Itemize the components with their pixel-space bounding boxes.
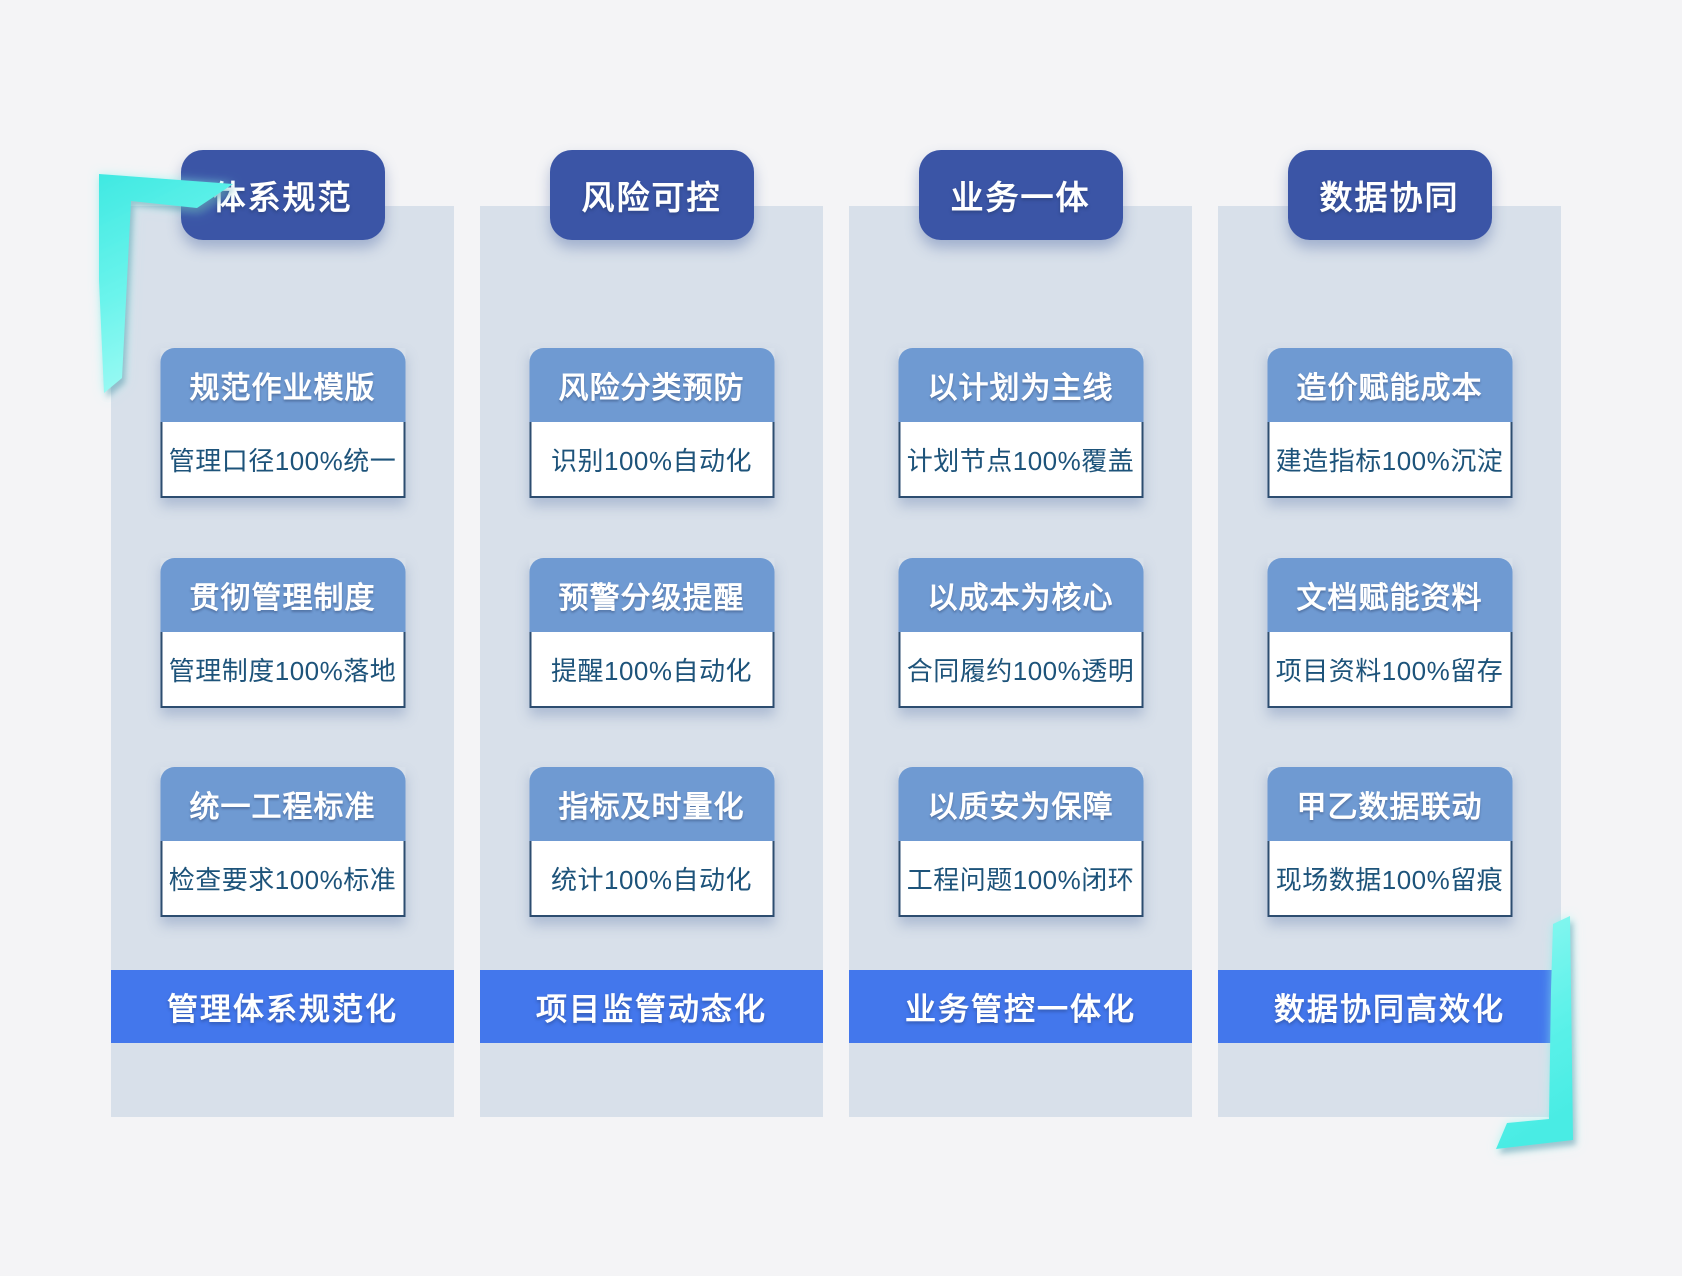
column-banner: 管理体系规范化	[111, 970, 454, 1043]
column-banner: 业务管控一体化	[849, 970, 1192, 1043]
card-description: 计划节点100%覆盖	[898, 422, 1143, 498]
card-description: 提醒100%自动化	[529, 632, 774, 708]
feature-card: 以质安为保障 工程问题100%闭环	[898, 767, 1143, 917]
column-4: 数据协同 造价赋能成本 建造指标100%沉淀 文档赋能资料 项目资料100%留存…	[1218, 0, 1561, 1276]
feature-card: 文档赋能资料 项目资料100%留存	[1267, 558, 1512, 708]
column-badge: 业务一体	[918, 150, 1123, 240]
card-title: 造价赋能成本	[1267, 348, 1512, 422]
feature-card: 风险分类预防 识别100%自动化	[529, 348, 774, 498]
card-title: 甲乙数据联动	[1267, 767, 1512, 841]
card-description: 工程问题100%闭环	[898, 841, 1143, 917]
feature-card: 以成本为核心 合同履约100%透明	[898, 558, 1143, 708]
card-title: 统一工程标准	[160, 767, 405, 841]
column-2: 风险可控 风险分类预防 识别100%自动化 预警分级提醒 提醒100%自动化 指…	[480, 0, 823, 1276]
feature-card: 指标及时量化 统计100%自动化	[529, 767, 774, 917]
column-1: 体系规范 规范作业模版 管理口径100%统一 贯彻管理制度 管理制度100%落地…	[111, 0, 454, 1276]
card-description: 管理制度100%落地	[160, 632, 405, 708]
column-badge: 体系规范	[180, 150, 385, 240]
card-title: 指标及时量化	[529, 767, 774, 841]
card-title: 风险分类预防	[529, 348, 774, 422]
feature-card: 以计划为主线 计划节点100%覆盖	[898, 348, 1143, 498]
feature-card: 造价赋能成本 建造指标100%沉淀	[1267, 348, 1512, 498]
card-title: 规范作业模版	[160, 348, 405, 422]
card-title: 以计划为主线	[898, 348, 1143, 422]
feature-card: 统一工程标准 检查要求100%标准	[160, 767, 405, 917]
feature-card: 甲乙数据联动 现场数据100%留痕	[1267, 767, 1512, 917]
column-banner: 数据协同高效化	[1218, 970, 1561, 1043]
feature-card: 预警分级提醒 提醒100%自动化	[529, 558, 774, 708]
feature-card: 规范作业模版 管理口径100%统一	[160, 348, 405, 498]
column-badge: 数据协同	[1287, 150, 1492, 240]
card-title: 贯彻管理制度	[160, 558, 405, 632]
column-badge: 风险可控	[549, 150, 754, 240]
card-title: 以质安为保障	[898, 767, 1143, 841]
card-description: 检查要求100%标准	[160, 841, 405, 917]
card-description: 统计100%自动化	[529, 841, 774, 917]
column-3: 业务一体 以计划为主线 计划节点100%覆盖 以成本为核心 合同履约100%透明…	[849, 0, 1192, 1276]
card-description: 建造指标100%沉淀	[1267, 422, 1512, 498]
card-description: 管理口径100%统一	[160, 422, 405, 498]
feature-card: 贯彻管理制度 管理制度100%落地	[160, 558, 405, 708]
card-title: 以成本为核心	[898, 558, 1143, 632]
card-description: 项目资料100%留存	[1267, 632, 1512, 708]
card-description: 合同履约100%透明	[898, 632, 1143, 708]
card-title: 文档赋能资料	[1267, 558, 1512, 632]
column-banner: 项目监管动态化	[480, 970, 823, 1043]
card-description: 现场数据100%留痕	[1267, 841, 1512, 917]
card-title: 预警分级提醒	[529, 558, 774, 632]
card-description: 识别100%自动化	[529, 422, 774, 498]
